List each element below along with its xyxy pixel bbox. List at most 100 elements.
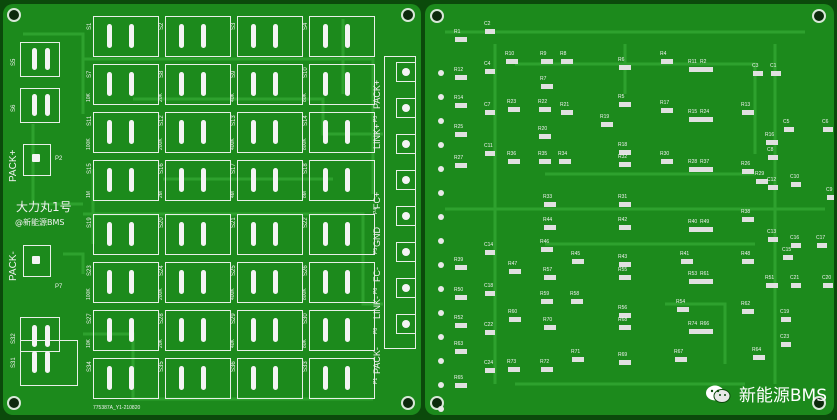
connector-label: FC+ — [372, 191, 382, 209]
dip-switch-cell — [237, 214, 303, 255]
solder-pad — [129, 222, 134, 246]
component-designator: R20 — [538, 126, 548, 132]
smd-capacitor — [485, 250, 495, 255]
via — [438, 334, 444, 340]
component-designator: R67 — [674, 349, 684, 355]
solder-pad — [32, 325, 37, 347]
via — [438, 238, 444, 244]
connector-pin-label: P6 — [373, 287, 379, 294]
switch-label: S12 — [159, 115, 165, 126]
component-designator: R2 — [700, 59, 707, 65]
solder-pad — [251, 72, 256, 96]
switch-label: S21 — [231, 217, 237, 228]
component-designator: C2 — [484, 21, 491, 27]
component-designator: R32 — [618, 154, 628, 160]
resistor-value-label: 2M — [158, 191, 164, 198]
solder-pad — [345, 366, 350, 390]
smd-resistor — [619, 150, 631, 155]
solder-pad — [107, 318, 112, 342]
smd-resistor — [561, 110, 573, 115]
solder-pad — [273, 270, 278, 294]
solder-pad — [129, 318, 134, 342]
component-designator: R53 — [688, 271, 698, 277]
component-designator: R45 — [571, 251, 581, 257]
resistor-value-label: 20K — [158, 93, 164, 102]
via — [438, 382, 444, 388]
solder-pad — [402, 140, 410, 148]
switch-label: S25 — [231, 265, 237, 276]
component-designator: R19 — [600, 114, 610, 120]
solder-pad — [45, 94, 50, 116]
smd-resistor — [619, 313, 631, 318]
smd-resistor — [544, 325, 556, 330]
switch-label: S30 — [303, 313, 309, 324]
switch-label: S1 — [87, 22, 93, 30]
dip-switch-cell — [93, 160, 159, 201]
solder-pad — [273, 120, 278, 144]
smd-resistor — [742, 309, 754, 314]
solder-pad — [345, 168, 350, 192]
connector-pin — [396, 134, 416, 154]
component-designator: C19 — [780, 309, 790, 315]
solder-pad — [402, 284, 410, 292]
dip-switch-cell — [165, 310, 231, 351]
dip-switch-cell — [309, 160, 375, 201]
component-designator: R7 — [540, 76, 547, 82]
solder-pad — [251, 120, 256, 144]
connector-pin-label: P4 — [373, 207, 379, 214]
mounting-hole — [812, 9, 826, 23]
dip-switch-cell — [165, 160, 231, 201]
via — [438, 94, 444, 100]
smd-capacitor — [485, 291, 495, 296]
solder-pad — [201, 270, 206, 294]
via — [438, 262, 444, 268]
component-designator: R62 — [741, 301, 751, 307]
switch-label: S5 — [11, 58, 17, 66]
smd-resistor — [572, 259, 584, 264]
connector-label: FC- — [372, 267, 382, 282]
component-designator: R34 — [558, 151, 568, 157]
component-designator: R43 — [618, 254, 628, 260]
switch-label: S32 — [11, 333, 17, 344]
smd-resistor — [689, 279, 701, 284]
smd-resistor — [455, 383, 467, 388]
smd-capacitor — [485, 151, 495, 156]
smd-resistor — [455, 163, 467, 168]
switch-label: S28 — [159, 313, 165, 324]
resistor-value-label: 40K — [230, 339, 236, 348]
smd-resistor — [619, 102, 631, 107]
switch-label: S9 — [231, 70, 237, 78]
smd-resistor — [541, 299, 553, 304]
solder-pad — [201, 24, 206, 48]
connector-label: GND — [372, 227, 382, 247]
smd-resistor — [544, 202, 556, 207]
component-designator: R63 — [454, 341, 464, 347]
smd-resistor — [509, 269, 521, 274]
solder-pad — [179, 24, 184, 48]
resistor-value-label: 1M — [86, 191, 92, 198]
smd-resistor — [681, 259, 693, 264]
copper-traces — [445, 30, 825, 386]
pack-minus-terminal — [23, 245, 51, 277]
dip-switch-cell — [237, 358, 303, 399]
smd-resistor — [561, 59, 573, 64]
component-designator: R21 — [560, 102, 570, 108]
solder-pad — [345, 24, 350, 48]
connector-pin-label: P8 — [373, 327, 379, 334]
dip-switch-cell — [93, 310, 159, 351]
dip-switch-cell — [93, 214, 159, 255]
component-designator: C3 — [752, 63, 759, 69]
switch-label: S2 — [159, 22, 165, 30]
component-designator: R44 — [543, 217, 553, 223]
solder-pad — [107, 120, 112, 144]
dip-switch-cell — [165, 112, 231, 153]
smd-capacitor — [781, 317, 791, 322]
left-pcb-board: S5 S6 S32 S31 PACK+ P2 PACK- P7 大力丸1号 @新… — [3, 4, 421, 415]
mounting-hole — [401, 396, 415, 410]
smd-capacitor — [753, 71, 763, 76]
connector-pin — [396, 242, 416, 262]
component-designator: R52 — [454, 315, 464, 321]
component-designator: R51 — [765, 275, 775, 281]
component-designator: R8 — [560, 51, 567, 57]
connector-label: PACK- — [372, 347, 382, 374]
